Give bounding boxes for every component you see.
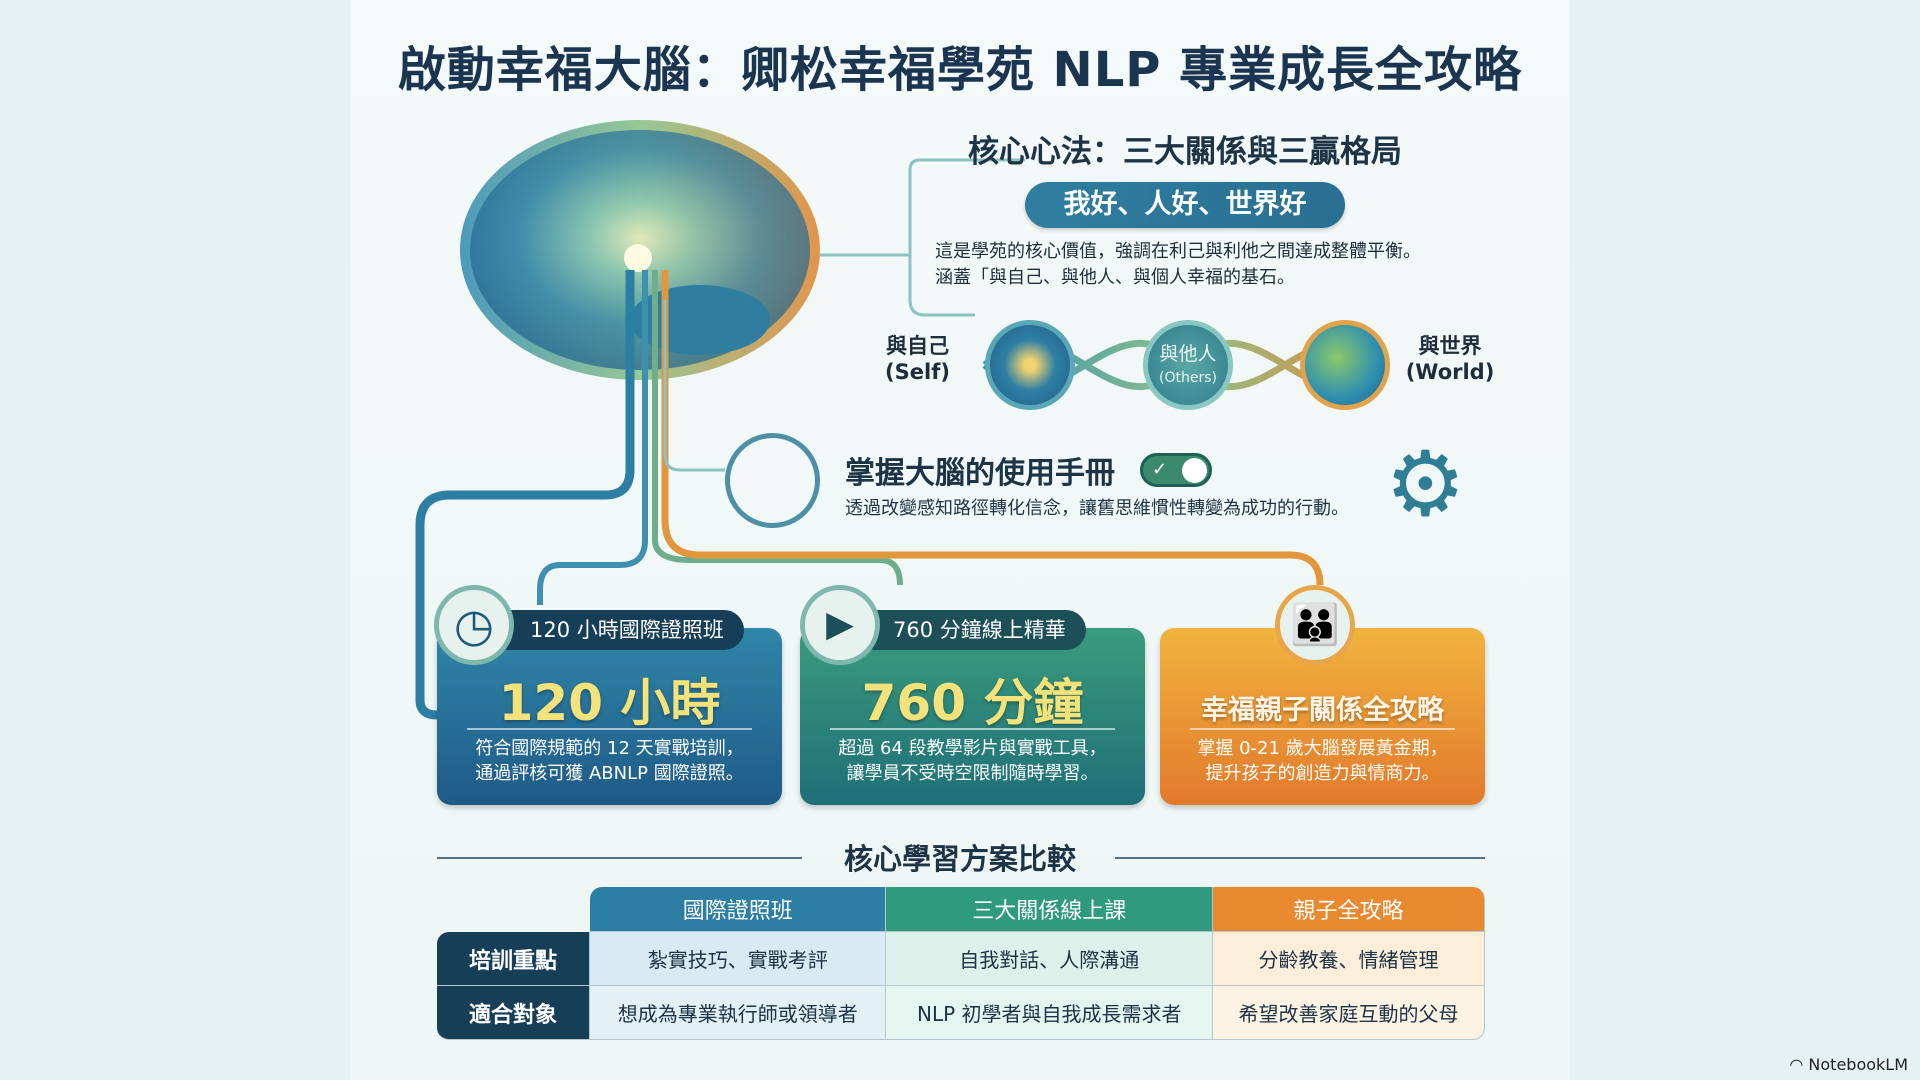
card-big-value: 120 小時 bbox=[498, 674, 721, 732]
table-cell: 想成為專業執行師或領導者 bbox=[590, 986, 887, 1040]
card-certification: 120 小時 符合國際規範的 12 天實戰培訓，通過評核可獲 ABNLP 國際證… bbox=[437, 628, 782, 805]
others-circle: 與他人(Others) bbox=[1143, 320, 1233, 410]
core-section-title: 核心心法：三大關係與三贏格局 bbox=[968, 134, 1402, 170]
table-cell: 紮實技巧、實戰考評 bbox=[590, 932, 887, 986]
table-cell: 自我對話、人際溝通 bbox=[886, 932, 1214, 986]
comparison-table: 國際證照班 三大關係線上課 親子全攻略 培訓重點 紮實技巧、實戰考評 自我對話、… bbox=[437, 887, 1485, 1040]
column-header: 三大關係線上課 bbox=[886, 887, 1214, 932]
manual-description: 透過改變感知路徑轉化信念，讓舊思維慣性轉變為成功的行動。 bbox=[845, 498, 1349, 519]
card-big-value: 760 分鐘 bbox=[861, 674, 1084, 732]
divider bbox=[437, 857, 802, 859]
gear-icon: ⚙ bbox=[1385, 432, 1466, 537]
page-title: 啟動幸福大腦：卿松幸福學苑 NLP 專業成長全攻略 bbox=[397, 42, 1523, 98]
core-motto-pill: 我好、人好、世界好 bbox=[1025, 182, 1345, 228]
notebooklm-watermark: ◠ NotebookLM bbox=[1789, 1055, 1908, 1074]
clock-icon: ◷ bbox=[434, 585, 514, 665]
table-row: 適合對象 想成為專業執行師或領導者 NLP 初學者與自我成長需求者 希望改善家庭… bbox=[437, 986, 1485, 1040]
globe-icon bbox=[1300, 320, 1390, 410]
table-cell: 分齡教養、情緒管理 bbox=[1213, 932, 1485, 986]
brain-illustration bbox=[460, 120, 820, 380]
column-header: 親子全攻略 bbox=[1213, 887, 1485, 932]
divider bbox=[1115, 857, 1485, 859]
brain-gear-icon bbox=[725, 433, 820, 528]
comparison-title: 核心學習方案比較 bbox=[843, 842, 1076, 876]
manual-toggle[interactable]: ✓ bbox=[1140, 453, 1212, 487]
self-target-icon bbox=[985, 320, 1075, 410]
column-header: 國際證照班 bbox=[590, 887, 887, 932]
table-row: 培訓重點 紮實技巧、實戰考評 自我對話、人際溝通 分齡教養、情緒管理 bbox=[437, 932, 1485, 986]
row-label: 培訓重點 bbox=[437, 932, 590, 986]
row-label: 適合對象 bbox=[437, 986, 590, 1040]
notebooklm-logo-icon: ◠ bbox=[1789, 1055, 1809, 1074]
core-description-line1: 這是學苑的核心價值，強調在利己與利他之間達成整體平衡。 bbox=[935, 241, 1421, 262]
table-cell: NLP 初學者與自我成長需求者 bbox=[886, 986, 1214, 1040]
parent-child-icon: 👪 bbox=[1275, 585, 1355, 665]
world-label: 與世界(World) bbox=[1405, 334, 1495, 384]
self-label: 與自己(Self) bbox=[885, 334, 950, 384]
card-parenting: 幸福親子關係全攻略 掌握 0-21 歲大腦發展黃金期，提升孩子的創造力與情商力。 bbox=[1160, 628, 1485, 805]
video-play-icon: ▶ bbox=[800, 585, 880, 665]
manual-title: 掌握大腦的使用手冊 bbox=[845, 456, 1115, 491]
core-description-line2: 涵蓋「與自己、與他人、與個人幸福的基石。 bbox=[935, 267, 1295, 288]
card-title: 幸福親子關係全攻略 bbox=[1201, 695, 1444, 726]
table-cell: 希望改善家庭互動的父母 bbox=[1213, 986, 1485, 1040]
